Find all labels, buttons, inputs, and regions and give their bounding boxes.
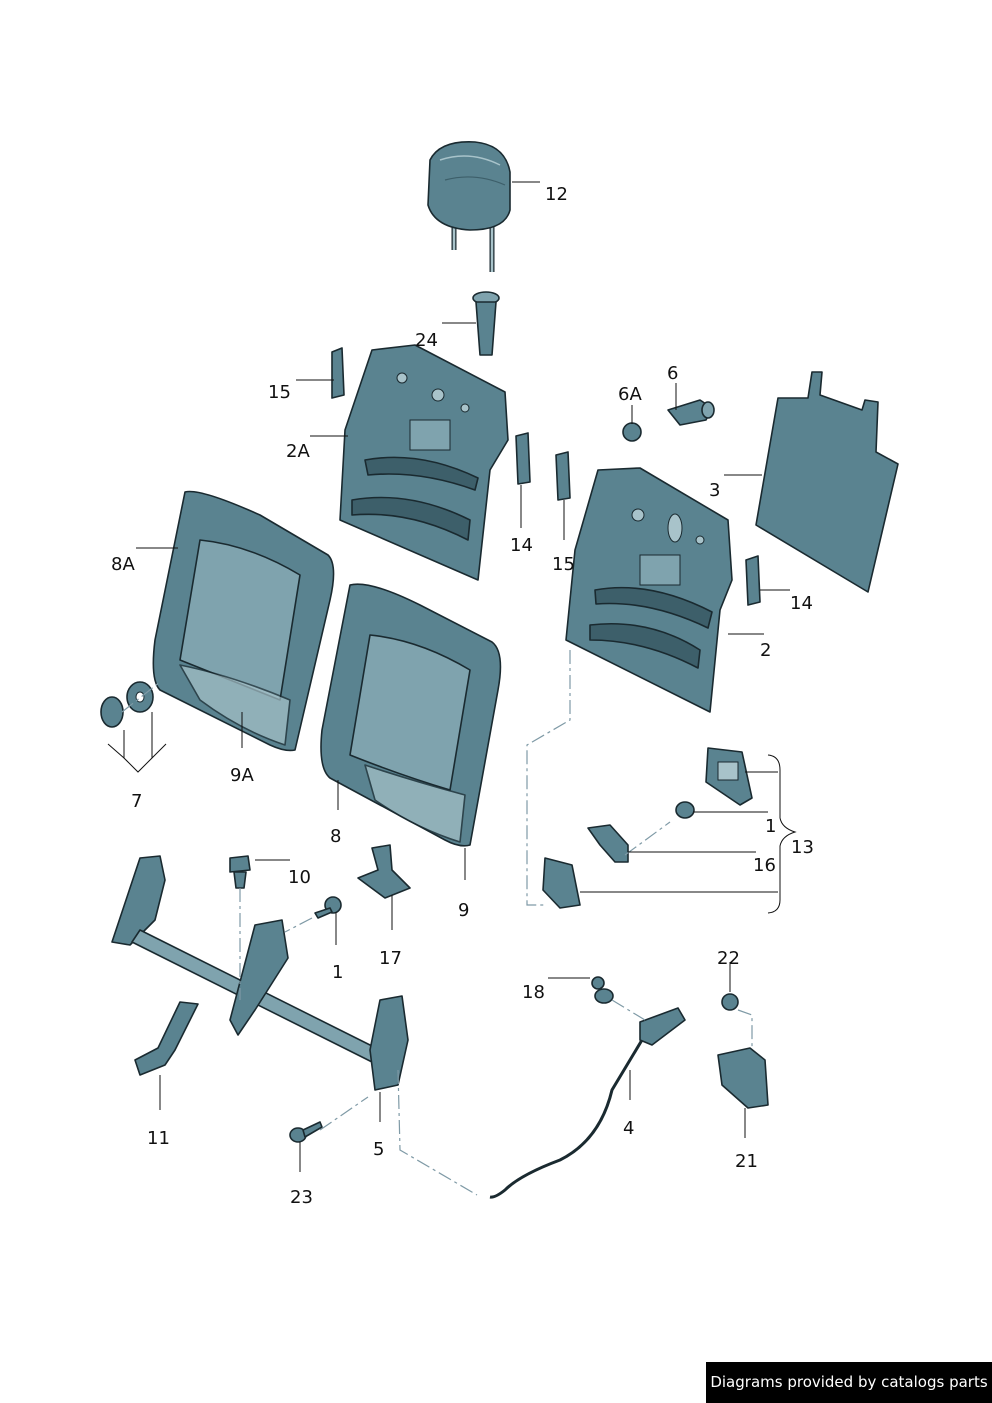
label-11: 11: [147, 1128, 170, 1149]
label-23: 23: [290, 1187, 313, 1208]
backrest-frame-right-part: [565, 467, 733, 713]
label-9a: 9A: [230, 765, 254, 786]
label-6a: 6A: [618, 384, 642, 405]
label-5: 5: [373, 1139, 384, 1160]
label-7: 7: [131, 791, 142, 812]
label-15-left: 15: [268, 382, 291, 403]
label-13: 13: [791, 837, 814, 858]
lock-parts: [717, 993, 769, 1109]
bolt-10-part: [229, 855, 251, 889]
screw-1-part: [314, 896, 342, 919]
label-18: 18: [522, 982, 545, 1003]
footer-credit: Diagrams provided by catalogs parts: [706, 1362, 992, 1403]
label-6: 6: [667, 363, 678, 384]
label-16: 16: [753, 855, 776, 876]
label-22: 22: [717, 948, 740, 969]
leader-lines: [107, 181, 797, 1172]
label-14-right: 14: [790, 593, 813, 614]
label-1-left: 1: [332, 962, 343, 983]
assembly-lines: [121, 650, 753, 1196]
label-24: 24: [415, 330, 438, 351]
screw-23-part: [289, 1121, 323, 1143]
label-4: 4: [623, 1118, 634, 1139]
label-8: 8: [330, 826, 341, 847]
release-cable-part: [489, 976, 686, 1199]
seat-cover-8-part: [320, 583, 502, 847]
label-10: 10: [288, 867, 311, 888]
rear-panel-part: [755, 371, 899, 593]
label-2: 2: [760, 640, 771, 661]
bolt-parts: [622, 399, 715, 442]
label-3: 3: [709, 480, 720, 501]
label-14-middle: 14: [510, 535, 533, 556]
label-17: 17: [379, 948, 402, 969]
label-1-right: 1: [765, 816, 776, 837]
backrest-frame-left-part: [339, 344, 509, 581]
label-15-middle: 15: [552, 554, 575, 575]
label-21: 21: [735, 1151, 758, 1172]
headrest-part: [427, 141, 511, 272]
seat-frame-part: [111, 855, 409, 1091]
label-8a: 8A: [111, 554, 135, 575]
part-labels: 12 24 15 2A 6 6A 3 14 15 14 8A 2 7 9A 8 …: [111, 184, 814, 1208]
seat-cover-8a-part: [152, 490, 335, 752]
clip-parts: [331, 347, 761, 606]
headrest-guide-part: [472, 291, 500, 356]
washer-parts: [100, 681, 154, 728]
bracket-parts: [542, 747, 753, 909]
label-9: 9: [458, 900, 469, 921]
label-12: 12: [545, 184, 568, 205]
clip-17-part: [357, 844, 411, 899]
label-2a: 2A: [286, 441, 310, 462]
lever-11-part: [134, 1001, 199, 1076]
